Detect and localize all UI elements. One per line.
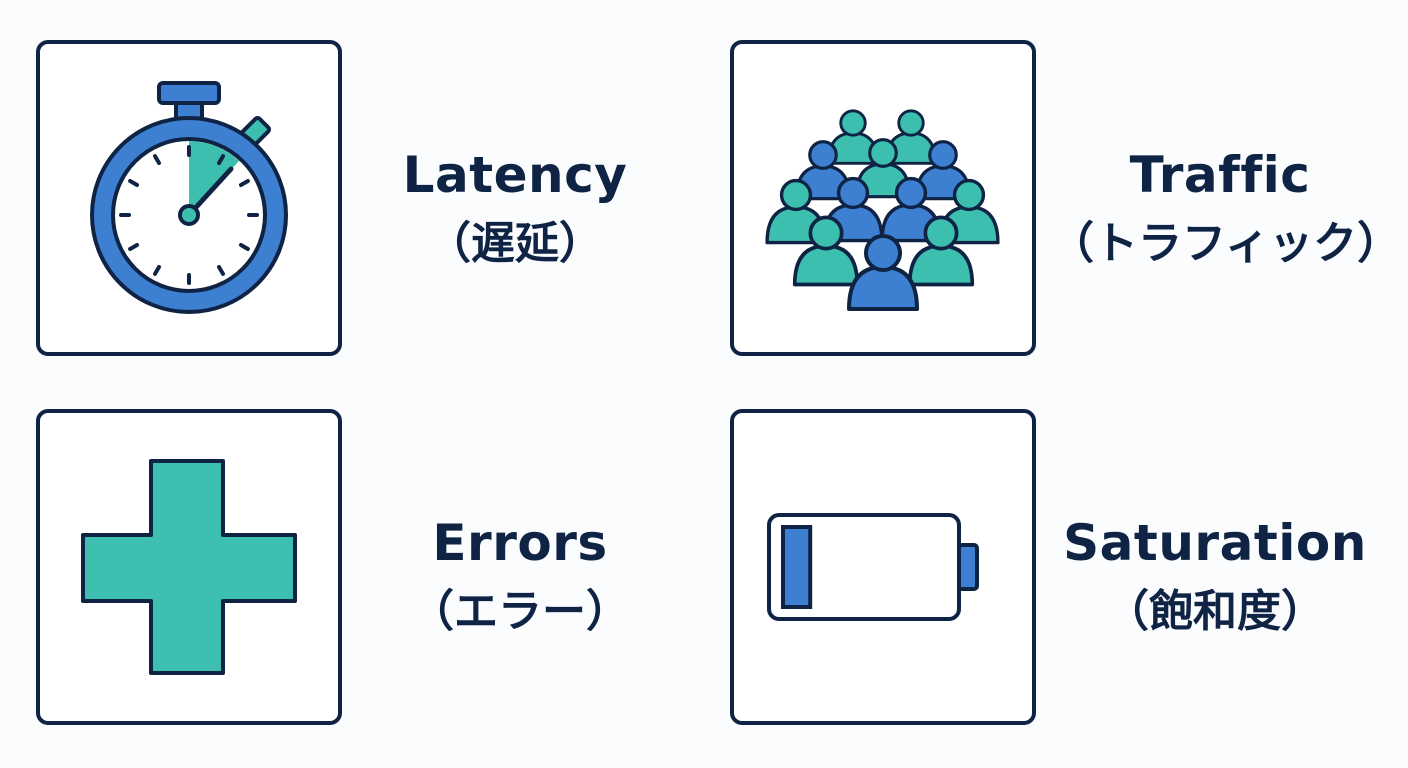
stopwatch-tick <box>128 243 140 251</box>
errors-icon-tile <box>36 409 342 725</box>
stopwatch-tick <box>153 154 161 166</box>
stopwatch-icon <box>90 81 288 314</box>
errors-title: Errors <box>432 514 608 572</box>
person-icon <box>847 234 919 311</box>
traffic-icon-tile <box>730 40 1036 356</box>
latency-label: Latency （遅延） <box>395 150 635 266</box>
traffic-title: Traffic <box>1129 146 1311 204</box>
saturation-icon-tile <box>730 409 1036 725</box>
saturation-title-ja: （飽和度） <box>1105 586 1325 637</box>
saturation-title: Saturation <box>1063 514 1367 572</box>
stopwatch-tick <box>153 264 161 276</box>
stopwatch-tick <box>128 179 140 187</box>
latency-icon-tile <box>36 40 342 356</box>
low-battery-icon <box>767 513 979 621</box>
traffic-label: Traffic （トラフィック） <box>1050 146 1402 269</box>
stopwatch-tick <box>217 264 225 276</box>
crowd-icon <box>765 109 1000 311</box>
battery-level-fill <box>781 525 813 609</box>
traffic-title-ja: （トラフィック） <box>1050 218 1402 269</box>
person-icon <box>792 215 860 287</box>
stopwatch-tick <box>217 154 225 166</box>
plus-cross-icon <box>81 459 297 675</box>
latency-title: Latency <box>402 146 628 204</box>
person-icon <box>827 109 879 165</box>
errors-label: Errors （エラー） <box>400 518 640 634</box>
stopwatch-tick <box>238 179 250 187</box>
stopwatch-tick <box>238 243 250 251</box>
saturation-label: Saturation （飽和度） <box>1055 518 1375 634</box>
errors-title-ja: （エラー） <box>410 586 630 637</box>
person-icon <box>907 215 975 287</box>
latency-title-ja: （遅延） <box>427 218 603 269</box>
